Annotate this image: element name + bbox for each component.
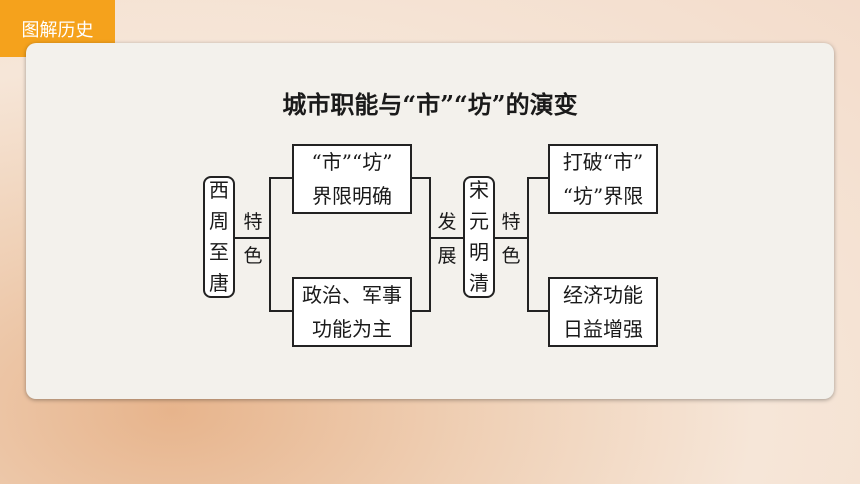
left-bottom-line-2: 功能为主	[312, 317, 392, 341]
right-bottom-box: 经济功能 日益增强	[548, 277, 658, 347]
left-bottom-line-1: 政治、军事	[302, 283, 402, 307]
middle-bracket-top	[412, 177, 430, 179]
middle-connector-stem	[429, 237, 464, 239]
left-top-box: “市”“坊” 界限明确	[292, 144, 412, 214]
left-era-text: 西周至唐	[209, 178, 229, 295]
right-top-box: 打破“市” “坊”界限	[548, 144, 658, 214]
left-feature-label: 特色	[243, 211, 263, 267]
left-era-box: 西周至唐	[203, 176, 235, 298]
left-top-line-2: 界限明确	[312, 184, 392, 208]
right-era-box: 宋元明清	[463, 176, 495, 298]
right-top-line-1: 打破“市”	[562, 150, 644, 174]
right-connector-stem	[495, 237, 528, 239]
right-era-text: 宋元明清	[469, 178, 489, 295]
right-bracket-top	[527, 177, 549, 179]
right-bracket-bottom	[527, 310, 549, 312]
right-bottom-line-1: 经济功能	[563, 283, 643, 307]
left-bracket-vertical	[269, 177, 271, 311]
middle-bracket-bottom	[412, 310, 430, 312]
right-bracket-vertical	[527, 177, 529, 311]
left-top-line-1: “市”“坊”	[311, 150, 393, 174]
right-top-line-2: “坊”界限	[562, 184, 644, 208]
transition-label: 发展	[437, 211, 457, 267]
right-feature-label: 特色	[501, 211, 521, 267]
left-bottom-box: 政治、军事 功能为主	[292, 277, 412, 347]
diagram-title: 城市职能与“市”“坊”的演变	[282, 90, 578, 119]
left-connector-stem	[235, 237, 270, 239]
left-bracket-top	[269, 177, 293, 179]
middle-bracket-vertical	[429, 177, 431, 312]
left-bracket-bottom	[269, 310, 293, 312]
right-bottom-line-2: 日益增强	[563, 317, 643, 341]
